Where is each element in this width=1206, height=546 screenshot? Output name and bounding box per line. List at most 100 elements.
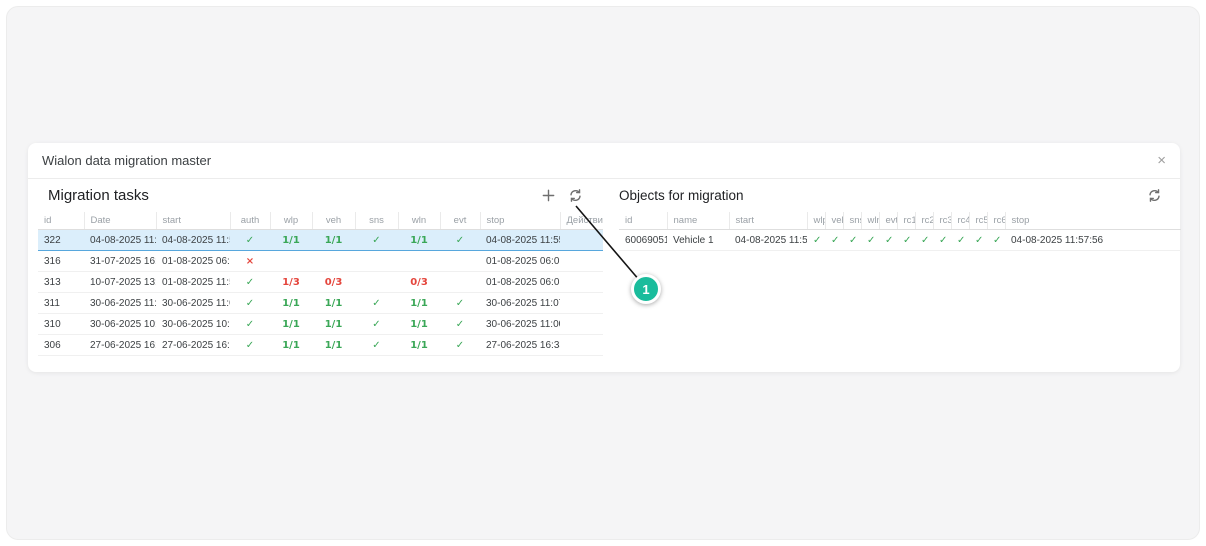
- column-header-rc2: rc2: [914, 212, 933, 230]
- column-header-wlp: wlp: [806, 212, 825, 230]
- cell-действия: [560, 250, 603, 272]
- cell-id: 313: [38, 271, 84, 293]
- refresh-tasks-icon[interactable]: [568, 188, 583, 203]
- column-header-rc3: rc3: [932, 212, 951, 230]
- cell-date: 30-06-2025 11:05:42: [84, 292, 156, 314]
- cell-veh: 0/3: [312, 271, 355, 293]
- cell-sns: ✓: [843, 229, 861, 251]
- cell-wln: 1/1: [398, 229, 440, 251]
- cell-auth: ✓: [230, 313, 270, 335]
- cell-wlp: 1/1: [270, 334, 312, 356]
- column-header-veh: veh: [311, 212, 355, 230]
- cell-wlp: 1/1: [270, 229, 312, 251]
- cell-wln: [398, 250, 440, 272]
- column-header-name: name: [666, 212, 729, 230]
- cell-rc3: ✓: [933, 229, 951, 251]
- cell-id: 316: [38, 250, 84, 272]
- refresh-objects-icon[interactable]: [1147, 188, 1162, 203]
- cell-rc4: ✓: [951, 229, 969, 251]
- window-title: Wialon data migration master: [42, 153, 212, 168]
- cell-start: 30-06-2025 11:05:58: [156, 292, 230, 314]
- cell-stop: 01-08-2025 06:01:03: [480, 271, 560, 293]
- column-header-действия: Действия: [559, 212, 603, 230]
- cell-stop: 01-08-2025 06:01:33: [480, 250, 560, 272]
- cell-start: 27-06-2025 16:32:33: [156, 334, 230, 356]
- column-header-veh: veh: [824, 212, 843, 230]
- objects-title: Objects for migration: [619, 188, 744, 203]
- cell-stop: 27-06-2025 16:33:19: [480, 334, 560, 356]
- cell-действия: [560, 229, 603, 251]
- cell-evt: ✓: [440, 334, 480, 356]
- column-header-date: Date: [83, 212, 156, 230]
- cell-auth: ✓: [230, 271, 270, 293]
- column-header-id: id: [38, 212, 84, 230]
- cell-veh: 1/1: [312, 229, 355, 251]
- cell-wlp: 1/1: [270, 292, 312, 314]
- cell-auth: ✓: [230, 229, 270, 251]
- cell-veh: 1/1: [312, 313, 355, 335]
- migration-tasks-title: Migration tasks: [48, 187, 149, 204]
- window-header: Wialon data migration master ×: [28, 143, 1180, 179]
- cell-start: 01-08-2025 06:01:03: [156, 250, 230, 272]
- column-header-wln: wln: [397, 212, 440, 230]
- cell-sns: ✓: [355, 334, 398, 356]
- column-header-stop: stop: [1004, 212, 1181, 230]
- cell-name: Vehicle 1: [667, 229, 729, 251]
- callout-badge-1: 1: [631, 274, 661, 304]
- column-header-wln: wln: [860, 212, 879, 230]
- cell-wln: 1/1: [398, 334, 440, 356]
- cell-date: 10-07-2025 13:51:35: [84, 271, 156, 293]
- cell-start: 04-08-2025 11:54:19: [156, 229, 230, 251]
- column-header-evt: evt: [439, 212, 480, 230]
- column-header-auth: auth: [229, 212, 270, 230]
- column-header-rc6: rc6: [986, 212, 1005, 230]
- cell-stop: 30-06-2025 11:07:48: [480, 292, 560, 314]
- objects-panel: Objects for migration idnamestartwlpvehs…: [619, 179, 1181, 356]
- column-header-start: start: [728, 212, 807, 230]
- column-header-rc4: rc4: [950, 212, 969, 230]
- cell-wln: 1/1: [398, 313, 440, 335]
- cell-auth: ×: [230, 250, 270, 272]
- column-header-wlp: wlp: [269, 212, 312, 230]
- cell-veh: 1/1: [312, 334, 355, 356]
- column-header-rc5: rc5: [968, 212, 987, 230]
- cell-действия: [560, 271, 603, 293]
- migration-tasks-head: Migration tasks: [38, 179, 603, 212]
- cell-veh: ✓: [825, 229, 843, 251]
- cell-wln: 1/1: [398, 292, 440, 314]
- cell-wlp: ✓: [807, 229, 825, 251]
- close-icon[interactable]: ×: [1157, 152, 1166, 169]
- cell-start: 04-08-2025 11:56:56: [729, 229, 807, 251]
- cell-sns: ✓: [355, 229, 398, 251]
- cell-evt: [440, 271, 480, 293]
- cell-evt: ✓: [879, 229, 897, 251]
- cell-id: 310: [38, 313, 84, 335]
- cell-sns: ✓: [355, 292, 398, 314]
- table-row[interactable]: 600690518Vehicle 104-08-2025 11:56:56✓✓✓…: [619, 229, 1181, 251]
- cell-id: 311: [38, 292, 84, 314]
- cell-wln: ✓: [861, 229, 879, 251]
- cell-sns: [355, 250, 398, 272]
- cell-id: 306: [38, 334, 84, 356]
- column-header-rc1: rc1: [896, 212, 915, 230]
- cell-stop: 04-08-2025 11:55:19: [480, 229, 560, 251]
- migration-master-window: Wialon data migration master × Migration…: [28, 143, 1181, 372]
- cell-wlp: 1/1: [270, 313, 312, 335]
- cell-id: 600690518: [619, 229, 667, 251]
- add-task-icon[interactable]: [541, 188, 556, 203]
- cell-stop: 30-06-2025 11:00:46: [480, 313, 560, 335]
- cell-rc1: ✓: [897, 229, 915, 251]
- cell-evt: [440, 250, 480, 272]
- column-header-sns: sns: [842, 212, 861, 230]
- cell-wln: 0/3: [398, 271, 440, 293]
- callout-label: 1: [642, 281, 650, 297]
- cell-wlp: 1/3: [270, 271, 312, 293]
- objects-head: Objects for migration: [619, 179, 1170, 212]
